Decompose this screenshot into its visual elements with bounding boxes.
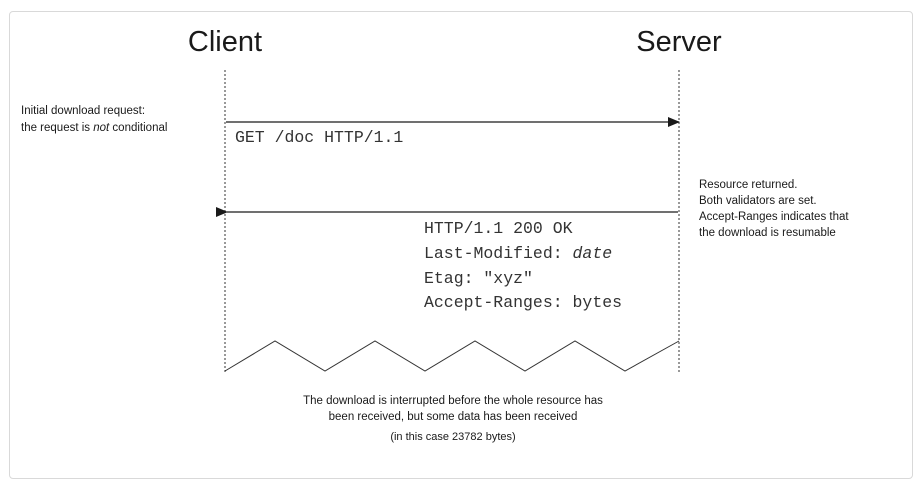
left-note-line-2: the request is not conditional (21, 122, 167, 134)
left-note-emphasis: not (93, 122, 110, 134)
left-note-text-b: conditional (109, 122, 167, 134)
footer-line-3: (in this case 23782 bytes) (390, 431, 515, 443)
client-heading: Client (188, 26, 262, 58)
left-note-line-1: Initial download request: (21, 105, 145, 117)
diagram-frame (9, 11, 913, 479)
right-note-line-3: Accept-Ranges indicates that (699, 211, 849, 223)
interruption-zigzag (224, 340, 680, 372)
left-note-text-a: the request is (21, 122, 93, 134)
response-status-line: HTTP/1.1 200 OK (424, 219, 573, 238)
response-accept-ranges: Accept-Ranges: bytes (424, 293, 622, 312)
right-note-line-4: the download is resumable (699, 227, 836, 239)
response-last-modified: Last-Modified: date (424, 244, 612, 263)
footer-line-2: been received, but some data has been re… (329, 411, 578, 423)
footer-line-1: The download is interrupted before the w… (303, 395, 603, 407)
server-heading: Server (636, 26, 722, 58)
right-note-line-1: Resource returned. (699, 179, 797, 191)
request-line: GET /doc HTTP/1.1 (235, 128, 403, 147)
right-note-line-2: Both validators are set. (699, 195, 817, 207)
response-etag: Etag: "xyz" (424, 269, 533, 288)
last-modified-key: Last-Modified: (424, 244, 573, 263)
last-modified-value: date (573, 244, 613, 263)
